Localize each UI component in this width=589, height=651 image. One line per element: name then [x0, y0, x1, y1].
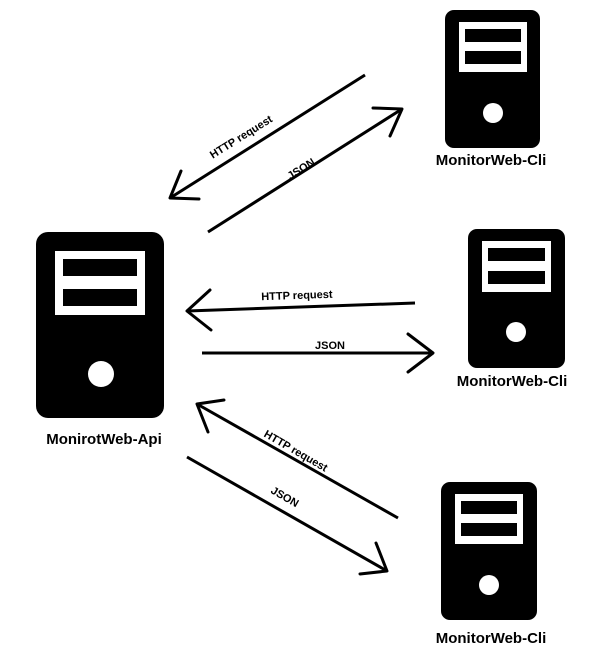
arrowhead-icon — [185, 288, 213, 332]
client-server-2: MonitorWeb-Cli — [457, 229, 568, 390]
connection-3: HTTP request JSON — [186, 398, 399, 576]
arrowhead-icon — [371, 106, 404, 138]
response-label-1: JSON — [286, 156, 318, 182]
connection-1: HTTP request JSON — [168, 73, 404, 234]
server-icon — [36, 232, 164, 418]
client-1-label: MonitorWeb-Cli — [436, 152, 547, 169]
server-icon — [445, 10, 540, 148]
connection-2: HTTP request JSON — [185, 288, 435, 374]
request-label-3: HTTP request — [262, 428, 330, 474]
api-server-label: MonirotWeb-Api — [46, 431, 162, 448]
request-arrow-3 — [195, 398, 399, 520]
response-arrow-2 — [202, 332, 435, 374]
response-label-2: JSON — [315, 340, 345, 352]
client-3-label: MonitorWeb-Cli — [436, 630, 547, 647]
arrowhead-icon — [358, 541, 389, 576]
client-2-label: MonitorWeb-Cli — [457, 373, 568, 390]
response-arrow-1 — [207, 106, 404, 234]
request-arrow-2 — [185, 288, 416, 332]
api-server: MonirotWeb-Api — [36, 232, 164, 448]
arrowhead-icon — [406, 332, 435, 374]
arrowhead-icon — [195, 398, 226, 434]
arrowhead-icon — [168, 169, 201, 201]
server-icon — [441, 482, 537, 620]
response-arrow-3 — [186, 455, 389, 576]
request-label-2: HTTP request — [261, 289, 333, 303]
client-server-1: MonitorWeb-Cli — [436, 10, 547, 169]
request-arrow-1 — [168, 73, 366, 201]
server-icon — [468, 229, 565, 368]
client-server-3: MonitorWeb-Cli — [436, 482, 547, 647]
